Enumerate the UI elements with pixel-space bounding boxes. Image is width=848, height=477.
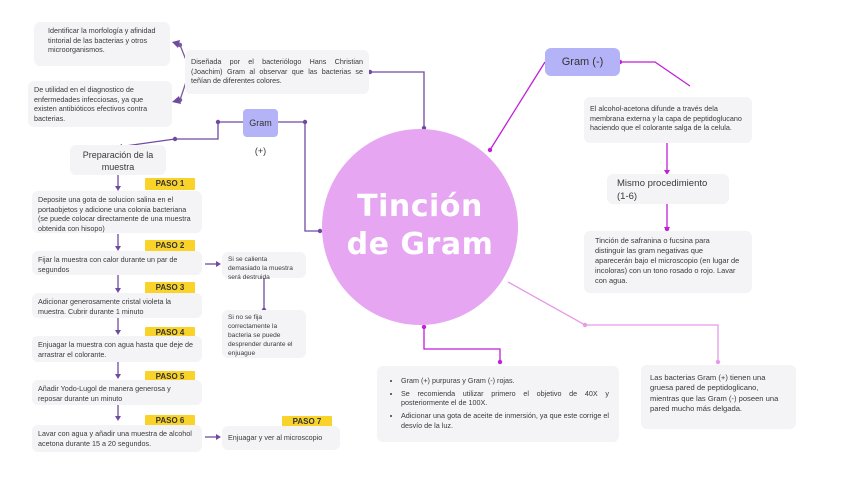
step-3-badge: PASO 3: [145, 282, 195, 294]
gram-positive-label: Gram (+): [243, 109, 278, 156]
origin-box: Diseñada por el bacteriólogo Hans Christ…: [185, 50, 369, 94]
gram-negative-description: El alcohol-acetona difunde a través dela…: [584, 97, 752, 143]
step-1-badge: PASO 1: [145, 178, 195, 190]
step-6-badge: PASO 6: [145, 415, 195, 427]
same-procedure-box: Mismo procedimiento (1-6): [607, 174, 729, 204]
circle-to-bullets-line: [423, 325, 501, 362]
gram-pos-to-circle-line: [278, 121, 322, 232]
fixation-warning-note: Si no se fija correctamente la bacteria …: [222, 310, 306, 358]
step-4-text: Enjuagar la muestra con agua hasta que d…: [32, 336, 202, 362]
step-1-text: Deposite una gota de solucion salina en …: [32, 191, 202, 233]
step-6-text: Lavar con agua y añadir una muestra de a…: [32, 425, 202, 452]
heat-warning-note: Si se calienta demasiado la muestra será…: [222, 252, 306, 281]
circle-to-wall-line: [507, 281, 719, 362]
center-title-line-1: Tinción: [357, 189, 483, 224]
cell-wall-box: Las bacterias Gram (+) tienen una gruesa…: [641, 365, 796, 429]
center-title-line-2: de Gram: [346, 227, 494, 262]
observation-list: Gram (+) purpuras y Gram (-) rojas. Se r…: [387, 376, 609, 431]
gram-pos-connector: [117, 121, 243, 148]
gram-neg-to-desc-line: [620, 61, 691, 87]
observation-item: Se recomienda utilizar primero el objeti…: [401, 389, 609, 408]
purpose-box: Identificar la morfología y afinidad tin…: [34, 22, 170, 66]
observation-item: Gram (+) purpuras y Gram (-) rojas.: [401, 376, 609, 386]
origin-to-circle-line: [370, 71, 425, 129]
observation-item: Adicionar una gota de aceite de inmersió…: [401, 411, 609, 430]
safranin-box: Tinción de safranina o fucsina para dist…: [584, 231, 752, 293]
step-2-text: Fijar la muestra con calor durante un pa…: [32, 251, 202, 275]
observation-notes: Gram (+) purpuras y Gram (-) rojas. Se r…: [377, 366, 619, 442]
circle-to-gram-neg-line: [489, 61, 546, 151]
step-2-badge: PASO 2: [145, 240, 195, 252]
step-3-text: Adicionar generosamente cristal violeta …: [32, 293, 202, 318]
center-circle: [322, 129, 518, 325]
utility-box: De utilidad en el diagnostico de enferme…: [28, 81, 172, 127]
preparation-title: Preparación de la muestra: [70, 145, 166, 175]
gram-negative-label: Gram (-): [545, 48, 620, 76]
center-title: Tinción de Gram: [322, 188, 518, 264]
step-7-badge: PASO 7: [282, 416, 332, 428]
step-5-text: Añadir Yodo-Lugol de manera generosa y r…: [32, 380, 202, 405]
step-7-text: Enjuagar y ver al microscopio: [222, 426, 340, 450]
